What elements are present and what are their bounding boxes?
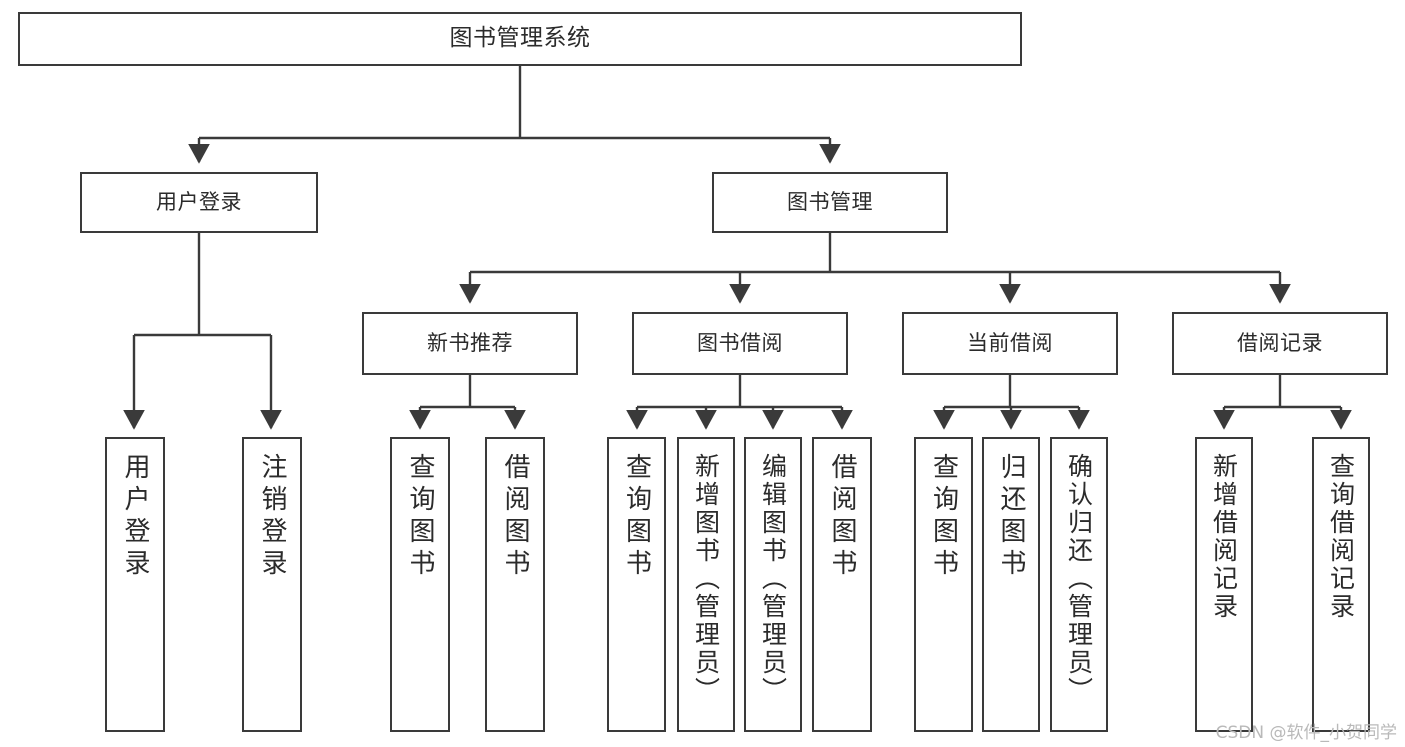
node-new-book-recommend[interactable]: 新书推荐 [362,312,578,375]
leaf-add-record[interactable]: 新增借阅记录 [1195,437,1253,732]
node-label: 查询图书 [621,453,652,581]
node-label: 新增图书（管理员） [691,453,721,705]
node-label: 图书管理系统 [449,25,591,52]
node-borrow-record[interactable]: 借阅记录 [1172,312,1388,375]
node-label: 借阅图书 [500,453,530,581]
leaf-query-book-1[interactable]: 查询图书 [390,437,450,732]
node-label: 查询图书 [405,453,435,581]
node-label: 新增借阅记录 [1209,453,1239,621]
node-label: 查询图书 [928,453,959,581]
node-label: 新书推荐 [427,331,513,356]
leaf-confirm-return[interactable]: 确认归还（管理员） [1050,437,1108,732]
node-book-management[interactable]: 图书管理 [712,172,948,233]
node-label: 归还图书 [996,453,1026,581]
leaf-query-record[interactable]: 查询借阅记录 [1312,437,1370,732]
node-root-book-management-system[interactable]: 图书管理系统 [18,12,1022,66]
leaf-add-book[interactable]: 新增图书（管理员） [677,437,735,732]
leaf-query-book-3[interactable]: 查询图书 [914,437,973,732]
node-user-login[interactable]: 用户登录 [80,172,318,233]
node-label: 注销登录 [257,453,287,581]
node-label: 编辑图书（管理员） [758,453,788,705]
node-book-borrow[interactable]: 图书借阅 [632,312,848,375]
node-current-borrow[interactable]: 当前借阅 [902,312,1118,375]
leaf-query-book-2[interactable]: 查询图书 [607,437,666,732]
node-label: 当前借阅 [967,331,1053,356]
leaf-borrow-book-1[interactable]: 借阅图书 [485,437,545,732]
node-label: 图书借阅 [697,331,783,356]
leaf-edit-book[interactable]: 编辑图书（管理员） [744,437,802,732]
node-label: 用户登录 [156,190,242,215]
node-label: 确认归还（管理员） [1064,453,1094,705]
leaf-borrow-book-2[interactable]: 借阅图书 [812,437,872,732]
leaf-user-login[interactable]: 用户登录 [105,437,165,732]
node-label: 借阅图书 [827,453,857,581]
leaf-user-logout[interactable]: 注销登录 [242,437,302,732]
node-label: 查询借阅记录 [1326,453,1356,621]
node-label: 图书管理 [787,190,873,215]
node-label: 用户登录 [120,453,150,581]
node-label: 借阅记录 [1237,331,1323,356]
leaf-return-book[interactable]: 归还图书 [982,437,1040,732]
